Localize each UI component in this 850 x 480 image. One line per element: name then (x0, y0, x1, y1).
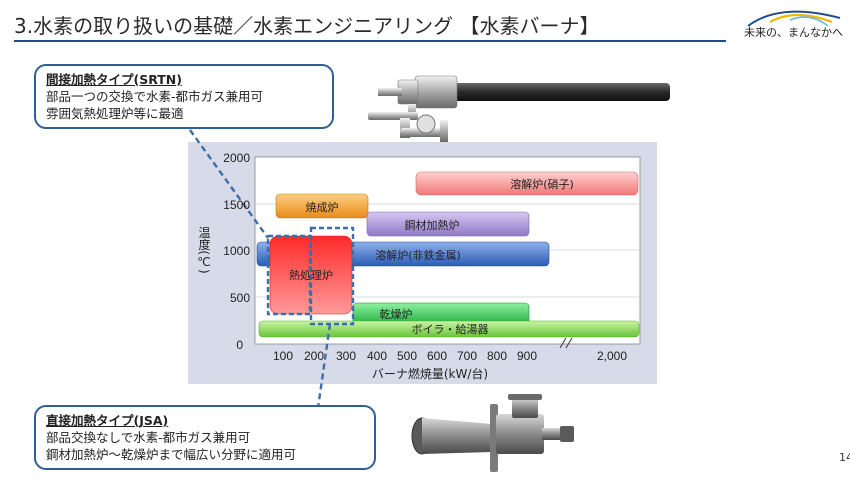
bar-label-steel-heating-furnace: 鋼材加熱炉 (405, 218, 460, 232)
bar-firing-furnace (275, 193, 369, 219)
x-tick-label: 600 (427, 349, 447, 363)
x-tick-label: 800 (487, 349, 507, 363)
y-tick-label: 1500 (223, 198, 250, 212)
page-number: 14 (839, 451, 850, 464)
indirect-burner-photo (368, 75, 670, 142)
logo-tagline: 未来の、まんなかへ (744, 26, 843, 39)
bar-glass-melting-furnace (415, 171, 639, 196)
connector-line-indirect (189, 129, 269, 239)
bar-label-drying-furnace: 乾燥炉 (380, 308, 413, 321)
axis-break-mark (559, 337, 567, 349)
x-tick-label: 500 (397, 349, 417, 363)
indirect-type-line1: 部品一つの交換で水素-都市ガス兼用可 (46, 89, 264, 104)
y-tick-label: 2000 (223, 151, 250, 165)
bar-label-nonferrous-melting-furnace: 溶解炉(非鉄金属) (375, 248, 461, 262)
x-tick-label: 200 (304, 349, 324, 363)
indirect-type-callout: 間接加熱タイプ(SRTN) 部品一つの交換で水素-都市ガス兼用可 雰囲気熱処理炉… (34, 64, 334, 129)
bar-label-firing-furnace: 焼成炉 (306, 201, 339, 214)
bar-steel-heating-furnace (366, 211, 530, 237)
x-tick-label: 400 (367, 349, 387, 363)
direct-burner-photo (411, 394, 574, 472)
x-tick-label: 300 (336, 349, 356, 363)
y-tick-label: 0 (236, 338, 243, 352)
y-tick-label: 1000 (223, 244, 250, 258)
indirect-type-line2: 雰囲気熱処理炉等に最適 (46, 106, 184, 121)
highlight-direct-range (309, 226, 355, 326)
indirect-type-heading: 間接加熱タイプ(SRTN) (46, 72, 182, 87)
direct-type-callout: 直接加熱タイプ(JSA) 部品交換なしで水素-都市ガス兼用可 鋼材加熱炉～乾燥炉… (34, 405, 376, 470)
direct-type-line2: 鋼材加熱炉～乾燥炉まで幅広い分野に適用可 (46, 447, 297, 462)
y-axis-title: 温度(℃) (197, 226, 211, 274)
axis-break-mark (565, 337, 573, 349)
x-tick-label: 700 (457, 349, 477, 363)
connector-line-direct (316, 323, 332, 409)
x-axis-title: バーナ燃焼量(kW/台) (372, 366, 488, 381)
bar-label-heat-treatment-furnace: 熱処理炉 (289, 269, 333, 282)
company-logo (747, 10, 841, 27)
page-title: 3.水素の取り扱いの基礎／水素エンジニアリング 【水素バーナ】 (14, 14, 600, 38)
bar-label-glass-melting-furnace: 溶解炉(硝子) (510, 177, 574, 191)
title-underline (14, 40, 726, 42)
x-tick-label: 100 (273, 349, 293, 363)
x-tick-label: 900 (517, 349, 537, 363)
direct-type-line1: 部品交換なしで水素-都市ガス兼用可 (46, 430, 251, 445)
bar-label-boiler-water-heater: ボイラ・給湯器 (412, 322, 489, 336)
x-tick-label: 2,000 (597, 349, 627, 363)
y-tick-label: 500 (230, 291, 250, 305)
direct-type-heading: 直接加熱タイプ(JSA) (46, 413, 169, 428)
